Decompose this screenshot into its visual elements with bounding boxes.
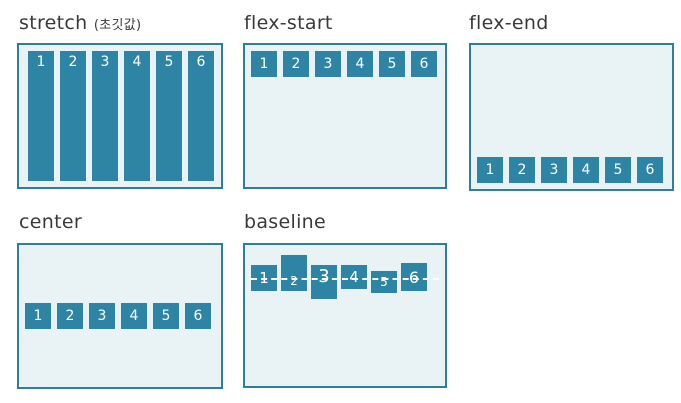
flex-item-4: 4 [347,51,373,77]
baseline-guide-line [251,278,439,280]
flex-item-3: 3 [311,265,337,299]
panel-title-center: center [19,211,82,233]
flex-items-center: 1 2 3 4 5 6 [25,251,215,381]
flex-items-flex-end: 1 2 3 4 5 6 [477,51,666,183]
panel-title-flex-end: flex-end [469,12,549,34]
flex-item-5: 5 [605,157,631,183]
flex-items-flex-start: 1 2 3 4 5 6 [251,51,439,181]
panel-title-stretch-suffix: (초깃값) [93,18,142,33]
flex-item-2: 2 [281,255,307,291]
panel-flex-end: 1 2 3 4 5 6 [469,43,674,191]
flex-item-5: 5 [371,271,397,293]
flex-item-3: 3 [89,303,115,329]
flex-item-1: 1 [25,303,51,329]
flex-item-4: 4 [341,265,367,289]
flex-item-6: 6 [637,157,663,183]
flex-item-5: 5 [156,51,182,181]
flex-item-3: 3 [92,51,118,181]
flex-item-2: 2 [57,303,83,329]
panel-stretch: 1 2 3 4 5 6 [17,43,223,189]
flex-item-4: 4 [573,157,599,183]
flex-items-baseline: 1 2 3 4 5 6 [251,251,439,380]
flex-item-5: 5 [153,303,179,329]
flex-item-2: 2 [509,157,535,183]
flex-item-4: 4 [121,303,147,329]
panel-title-stretch-text: stretch [19,12,88,34]
flex-item-1: 1 [477,157,503,183]
panel-center: 1 2 3 4 5 6 [17,243,223,389]
panel-title-flex-start: flex-start [244,12,333,34]
flex-item-6: 6 [401,263,427,291]
panel-title-stretch: stretch (초깃값) [19,12,141,34]
flex-item-3: 3 [541,157,567,183]
flex-item-1: 1 [251,51,277,77]
flex-item-2: 2 [283,51,309,77]
flex-item-6: 6 [188,51,214,181]
flex-item-6: 6 [411,51,437,77]
flex-item-6: 6 [185,303,211,329]
flex-item-5: 5 [379,51,405,77]
flex-item-1: 1 [28,51,54,181]
flex-item-2: 2 [60,51,86,181]
panel-baseline: 1 2 3 4 5 6 [243,243,447,388]
flex-items-stretch: 1 2 3 4 5 6 [28,51,215,181]
flex-item-4: 4 [124,51,150,181]
flex-item-3: 3 [315,51,341,77]
panel-title-baseline: baseline [244,211,326,233]
panel-flex-start: 1 2 3 4 5 6 [243,43,447,189]
